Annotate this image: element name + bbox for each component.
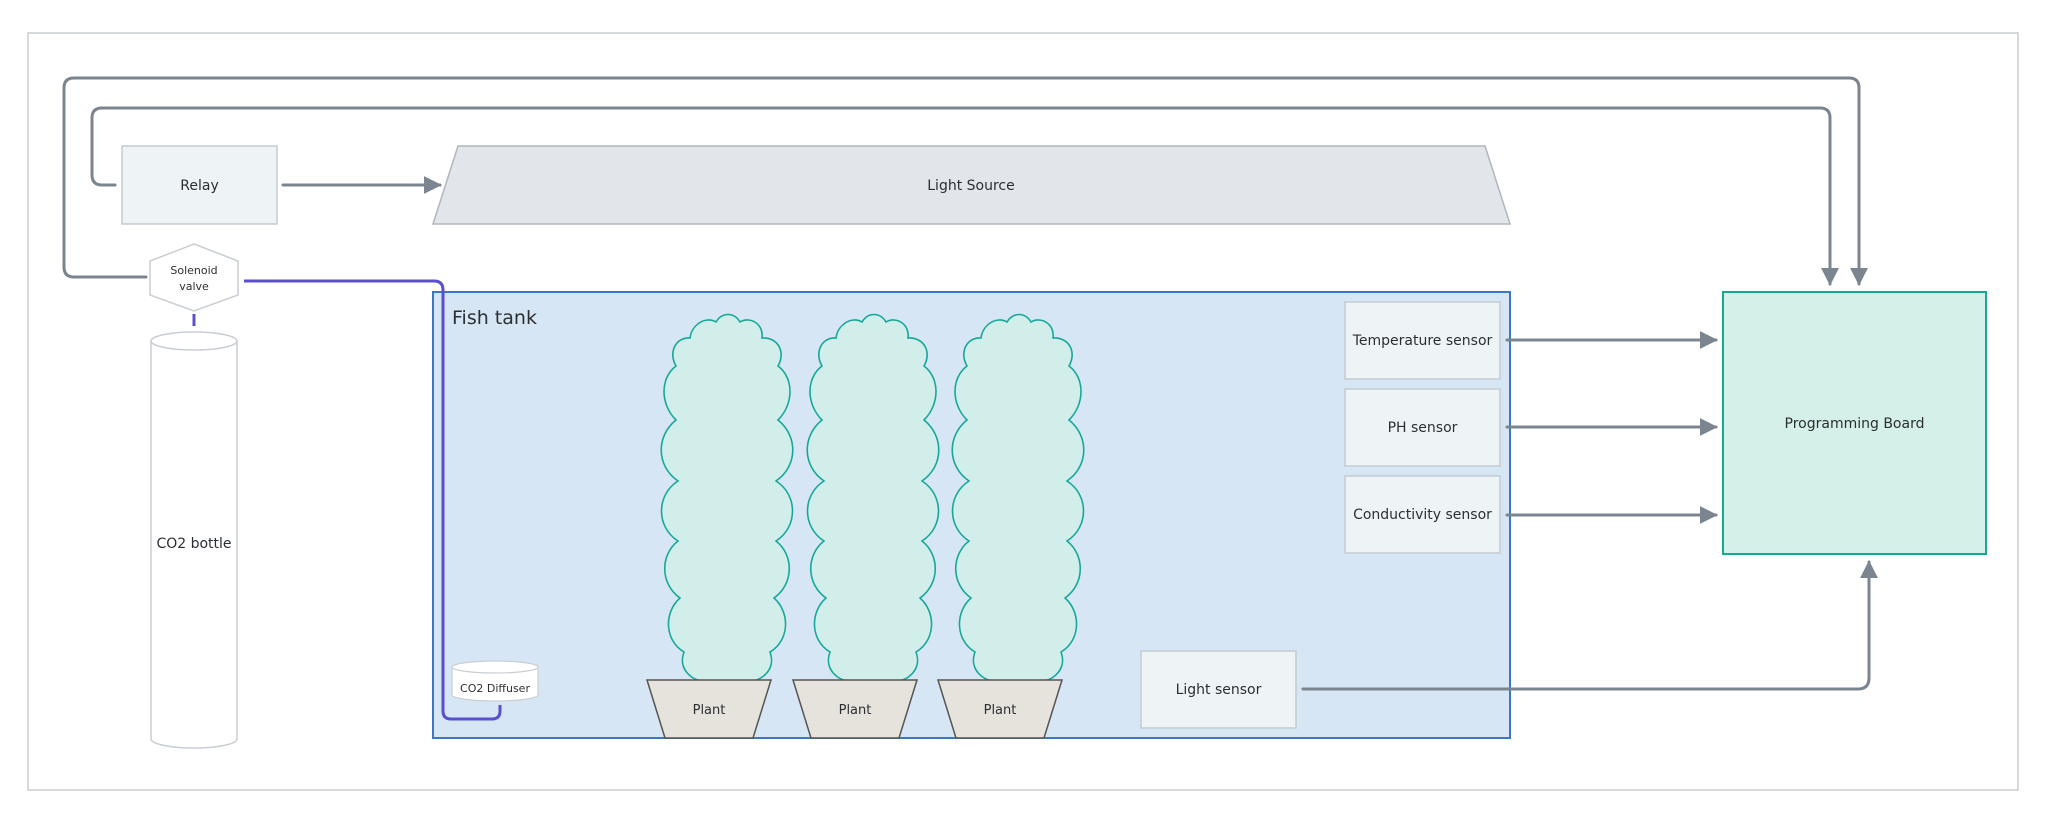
- board-to-relay-connector: [90, 106, 1839, 286]
- temperature-sensor-box[interactable]: [1344, 301, 1501, 380]
- light-sensor-box[interactable]: [1140, 650, 1297, 729]
- plant-3-foliage: [951, 313, 1085, 688]
- conductivity-sensor-box[interactable]: [1344, 475, 1501, 554]
- co2-diffuser-label: CO2 Diffuser: [460, 682, 530, 695]
- conductivity-sensor-label: Conductivity sensor: [1353, 507, 1492, 523]
- co2-bottle-top: [150, 331, 238, 351]
- co2-diffuser-top: [451, 660, 539, 674]
- plant-2-pot[interactable]: [791, 679, 919, 739]
- plant-1-label: Plant: [693, 703, 726, 718]
- temperature-sensor-label: Temperature sensor: [1352, 333, 1493, 349]
- board-to-solenoid-connector: [62, 76, 1868, 286]
- light-sensor-to-board-arrow: [1301, 560, 1878, 691]
- co2-line: [244, 279, 502, 721]
- plant-1-foliage: [660, 313, 794, 688]
- fish-tank-label: Fish tank: [452, 307, 537, 329]
- ph-sensor-label: PH sensor: [1388, 420, 1458, 436]
- co2-bottle-label: CO2 bottle: [156, 536, 231, 552]
- relay-box[interactable]: [121, 145, 278, 225]
- plants-group: Plant Plant Plant: [645, 313, 1085, 739]
- plant-2-label: Plant: [839, 703, 872, 718]
- solenoid-valve[interactable]: [149, 243, 239, 312]
- plant-2-foliage: [806, 313, 940, 688]
- light-sensor-label: Light sensor: [1176, 682, 1262, 698]
- co2-bottle-body[interactable]: [150, 341, 238, 749]
- programming-board-label: Programming Board: [1785, 416, 1925, 432]
- ph-sensor-box[interactable]: [1344, 388, 1501, 467]
- programming-board[interactable]: [1722, 291, 1987, 555]
- relay-label: Relay: [180, 178, 218, 194]
- light-source-label: Light Source: [927, 178, 1014, 194]
- plant-3-label: Plant: [984, 703, 1017, 718]
- plant-3-pot[interactable]: [936, 679, 1064, 739]
- light-source[interactable]: [431, 145, 1512, 225]
- plant-1-pot[interactable]: [645, 679, 773, 739]
- solenoid-label-line2: valve: [179, 280, 209, 293]
- solenoid-label-line1: Solenoid: [170, 264, 217, 277]
- connectors: [62, 76, 1878, 691]
- co2-diffuser-body[interactable]: [451, 667, 539, 702]
